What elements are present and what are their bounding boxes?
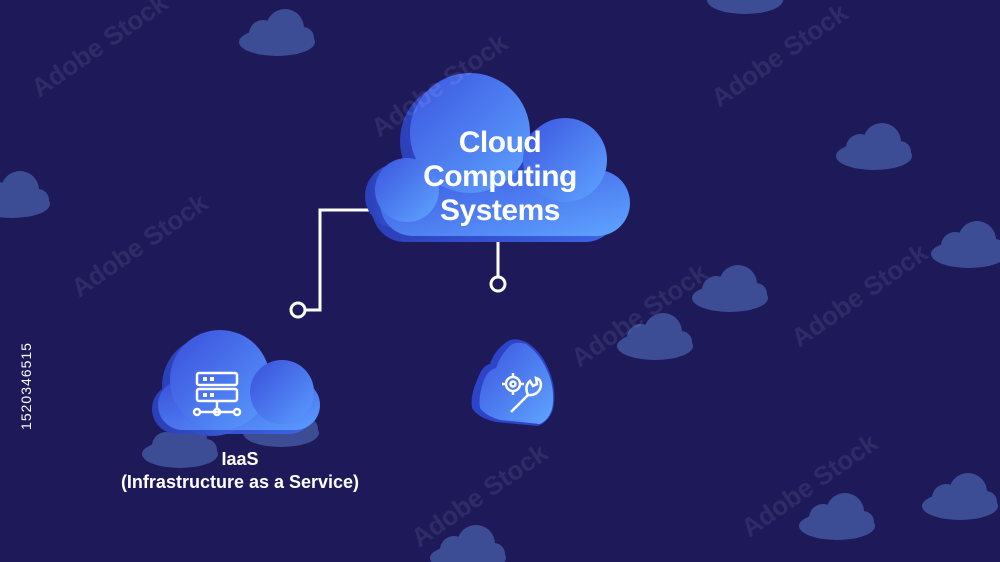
background-cloud-icon bbox=[0, 171, 50, 218]
iaas-label: IaaS (Infrastructure as a Service) bbox=[90, 448, 390, 494]
connector-line-left bbox=[306, 210, 373, 310]
main-cloud-title-line: Systems bbox=[400, 194, 600, 228]
main-cloud-title-line: Cloud bbox=[400, 126, 600, 160]
connector-node-left bbox=[291, 303, 305, 317]
background-cloud-icon bbox=[922, 473, 998, 520]
stock-id: 1520346515 bbox=[18, 316, 34, 456]
iaas-description: (Infrastructure as a Service) bbox=[90, 471, 390, 494]
iaas-name: IaaS bbox=[90, 448, 390, 471]
connector-node-center bbox=[491, 277, 505, 291]
background-cloud-icon bbox=[707, 0, 783, 14]
background-cloud-icon bbox=[836, 123, 912, 170]
background-cloud-icon bbox=[931, 221, 1000, 268]
background-cloud-icon bbox=[239, 9, 315, 56]
main-cloud-title-line: Computing bbox=[400, 160, 600, 194]
main-cloud-title: Cloud Computing Systems bbox=[400, 126, 600, 228]
